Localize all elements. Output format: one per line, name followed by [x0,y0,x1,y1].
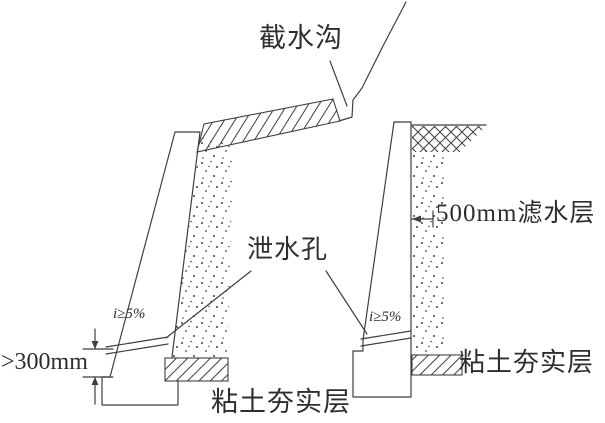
right-clay-layer-hatch [411,354,463,376]
natural-ground-crosshatch [410,124,487,152]
weep-hole-leader-right [325,270,368,335]
label-weep-slope-right: i≥5% [369,309,402,325]
intercepting-ditch-leader [329,60,348,107]
label-filter-layer: 500mm滤水层 [436,200,596,227]
left-clay-layer-hatch [164,357,229,382]
label-clay-layer-center: 粘土夯实层 [211,387,351,417]
right-filter-layer-stipple [412,150,445,355]
label-intercepting-ditch: 截水沟 [259,23,343,53]
left-filter-layer-stipple [172,134,233,357]
right-retaining-wall [352,121,412,398]
dimension-500mm [411,210,434,228]
label-weep-hole: 泄水孔 [247,235,329,264]
label-min-embedment: >300mm [1,349,88,375]
label-weep-slope-left: i≥5% [113,306,146,322]
label-clay-layer-right: 粘土夯实层 [459,348,595,377]
right-weep-hole-pipe [360,330,412,347]
intercepting-ditch-ground-line [338,1,407,122]
dimension-300mm [82,328,114,405]
left-weep-hole-pipe [105,336,169,355]
slope-surface-hatch [196,98,341,153]
weep-hole-leader-left [165,270,252,339]
